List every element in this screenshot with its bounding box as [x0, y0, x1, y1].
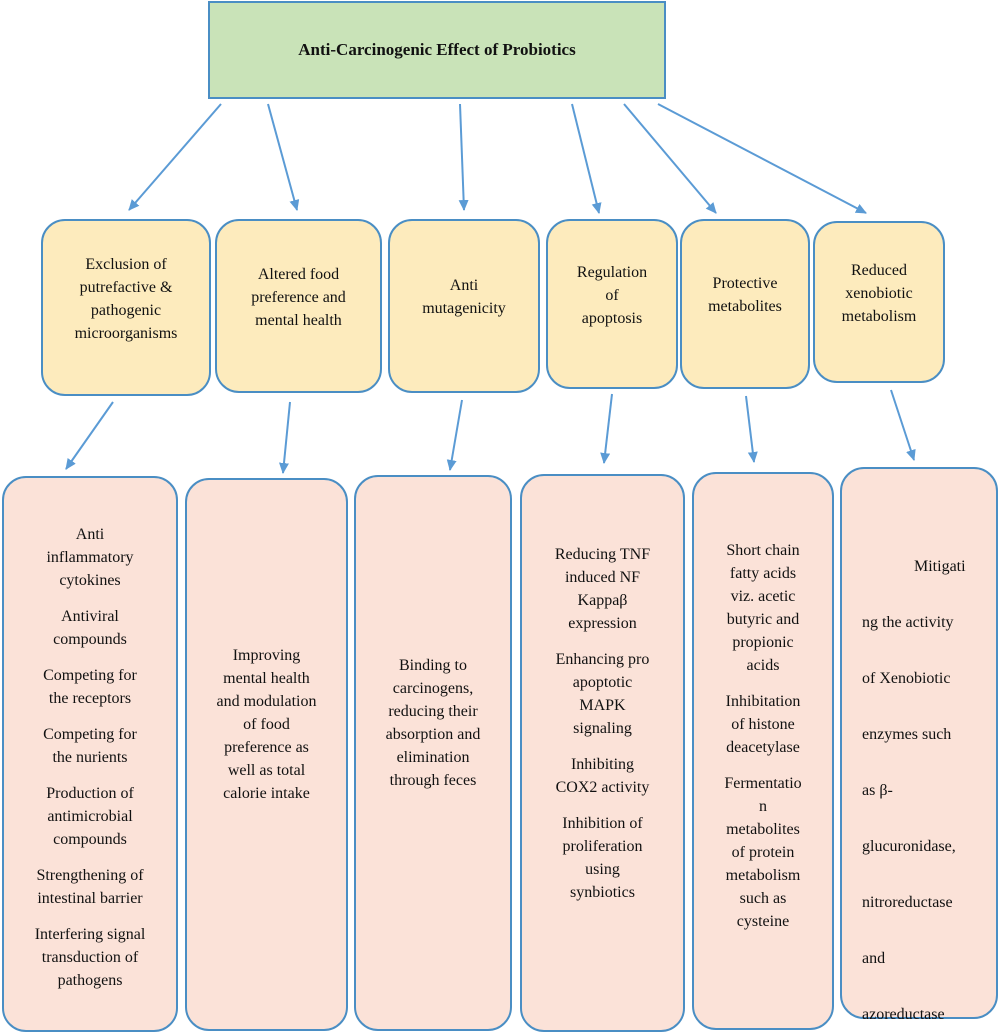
detail-line: and — [862, 950, 886, 967]
arrow-mechanism-5-to-detail — [745, 395, 758, 463]
arrow-mechanism-2-to-detail — [279, 401, 291, 474]
mechanism-label: Exclusion of putrefactive & pathogenic m… — [74, 255, 178, 342]
mechanism-box-food-preference: Altered food preference and mental healt… — [215, 219, 382, 393]
arrow-mechanism-1-to-detail — [65, 401, 114, 470]
detail-item: Inhibitation of histone deacetylase — [725, 693, 801, 756]
arrow-title-to-mechanism-6 — [657, 103, 867, 214]
mechanism-box-apoptosis: Regulation of apoptosis — [546, 219, 678, 389]
detail-item: Antiviral compounds — [53, 607, 127, 648]
arrow-title-to-mechanism-2 — [267, 103, 300, 211]
detail-item: Inhibition of proliferation using synbio… — [562, 814, 643, 901]
mechanism-box-protective-metabolites: Protective metabolites — [680, 219, 810, 389]
arrow-title-to-mechanism-3 — [458, 103, 469, 211]
detail-item: Strengthening of intestinal barrier — [36, 866, 144, 907]
arrow-mechanism-4-to-detail — [600, 393, 613, 464]
detail-item: Competing for the receptors — [43, 666, 137, 707]
detail-box-anti-mutagenicity: Binding to carcinogens, reducing their a… — [354, 475, 512, 1031]
detail-box-food-preference: Improving mental health and modulation o… — [185, 478, 348, 1031]
mechanism-label: Reduced xenobiotic metabolism — [841, 261, 917, 325]
detail-item: Anti inflammatory cytokines — [46, 525, 134, 589]
detail-item: Improving mental health and modulation o… — [216, 647, 317, 802]
detail-item: Inhibiting COX2 activity — [555, 755, 650, 796]
arrow-mechanism-3-to-detail — [446, 399, 463, 471]
arrow-title-to-mechanism-4 — [571, 103, 602, 214]
detail-item: Fermentatio n metabolites of protein met… — [724, 775, 802, 930]
mechanism-label: Protective metabolites — [708, 275, 782, 315]
detail-item: Binding to carcinogens, reducing their a… — [385, 657, 481, 789]
arrow-title-to-mechanism-5 — [623, 103, 717, 214]
mechanism-label: Regulation of apoptosis — [576, 263, 648, 327]
diagram-title: Anti-Carcinogenic Effect of Probiotics — [298, 40, 576, 59]
mechanism-box-xenobiotic: Reduced xenobiotic metabolism — [813, 221, 945, 383]
detail-line: nitroreductase — [862, 894, 953, 911]
arrow-mechanism-6-to-detail — [890, 389, 916, 461]
mechanism-label: Anti mutagenicity — [422, 277, 506, 317]
detail-item: Production of antimicrobial compounds — [46, 784, 134, 848]
detail-line: Mitigati — [914, 558, 966, 575]
detail-line: enzymes such — [862, 726, 952, 743]
mechanism-box-exclusion: Exclusion of putrefactive & pathogenic m… — [41, 219, 211, 396]
detail-line: as β- — [862, 782, 893, 799]
detail-item: Competing for the nurients — [43, 725, 137, 766]
detail-box-protective-metabolites: Short chain fatty acids viz. acetic buty… — [692, 472, 834, 1030]
mechanism-label: Altered food preference and mental healt… — [251, 265, 346, 329]
detail-item: Enhancing pro apoptotic MAPK signaling — [555, 650, 650, 737]
detail-box-apoptosis: Reducing TNF induced NF Kappaβ expressio… — [520, 474, 685, 1032]
detail-box-exclusion: Anti inflammatory cytokines Antiviral co… — [2, 476, 178, 1032]
detail-item: Short chain fatty acids viz. acetic buty… — [726, 542, 800, 674]
detail-item: Interfering signal transduction of patho… — [34, 925, 146, 989]
detail-line: glucuronidase, — [862, 838, 956, 855]
arrow-title-to-mechanism-1 — [128, 103, 222, 211]
detail-box-xenobiotic: Mitigati ng the activity of Xenobiotic e… — [840, 467, 998, 1023]
detail-line: ng the activity — [862, 614, 954, 631]
diagram-title-box: Anti-Carcinogenic Effect of Probiotics — [208, 1, 666, 99]
detail-line: azoreductase — [862, 1006, 945, 1023]
detail-item: Reducing TNF induced NF Kappaβ expressio… — [554, 545, 651, 632]
detail-line: of Xenobiotic — [862, 670, 951, 687]
mechanism-box-anti-mutagenicity: Anti mutagenicity — [388, 219, 540, 393]
